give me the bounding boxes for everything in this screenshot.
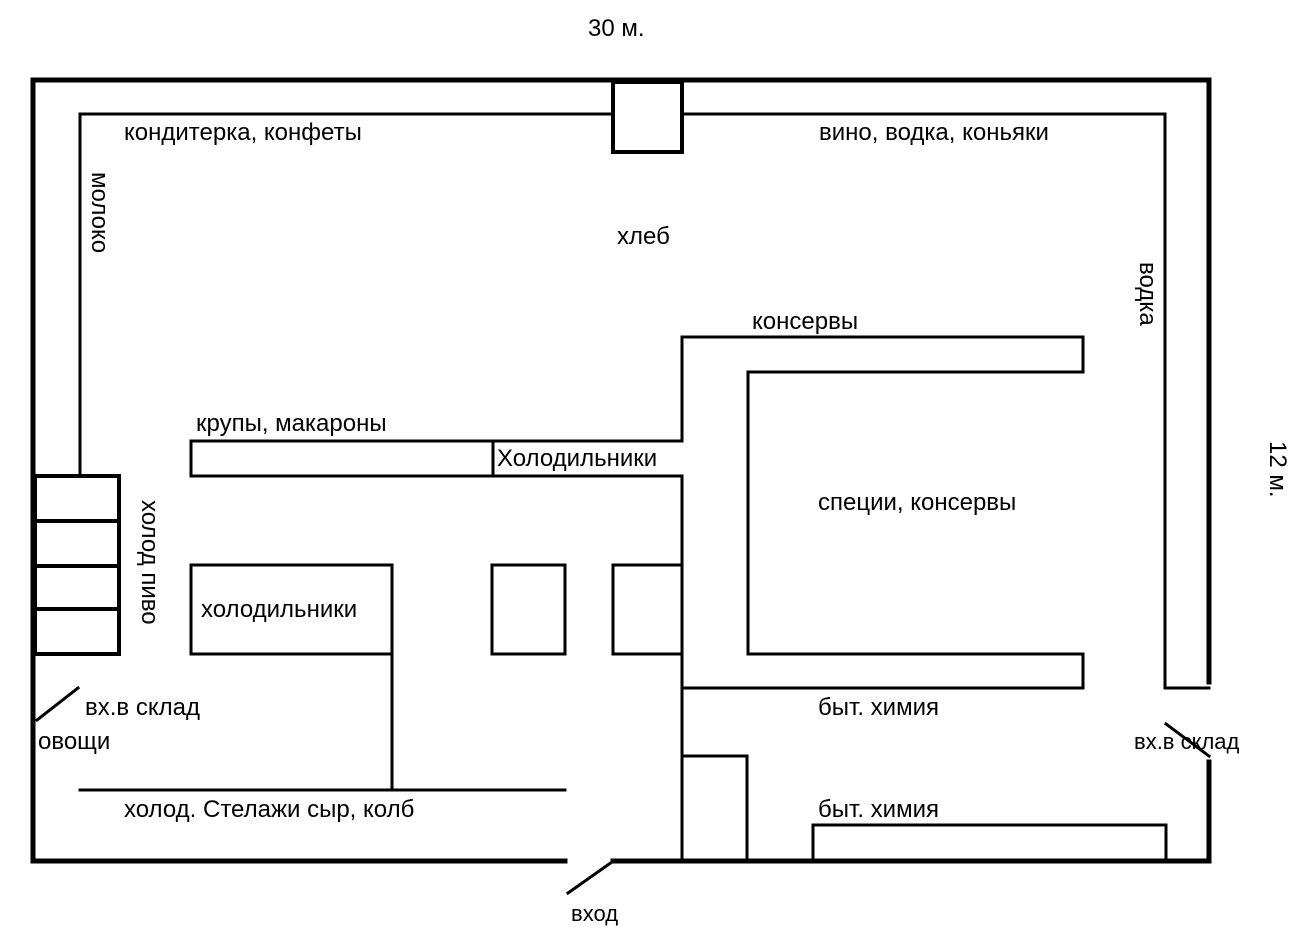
label-bread: хлеб [617,223,670,250]
island-small-2 [611,563,684,656]
height-label: 12 м. [1264,441,1291,498]
label-fridges: холодильники [201,596,357,623]
label-canned: консервы [752,308,858,335]
label-cold-beer: холод пиво [136,500,163,625]
cold-box-3 [33,564,121,611]
cold-box-1 [33,474,121,523]
island-canned [680,335,1085,690]
shelf-household [811,823,1168,863]
width-label: 30 м. [588,15,645,42]
shelf-top-right [680,112,1211,690]
top-column [611,80,684,154]
label-warehouse-left: вх.в склад [85,694,200,721]
label-warehouse-right: вх.в склад [1134,729,1240,754]
cold-box-4 [33,607,121,656]
warehouse-door-left [34,685,81,723]
cold-box-2 [33,519,121,568]
warehouse-door-right [1163,721,1212,759]
fridge-block [189,563,394,792]
label-fridges-top: Холодильники [497,445,657,472]
island-small-1 [490,563,567,656]
label-confectionery: кондитерка, конфеты [124,119,362,146]
label-household-2: быт. химия [818,796,939,823]
shelf-top-left [78,112,615,476]
fridge-top [491,439,684,478]
shelf-cereals [189,439,495,478]
label-household-1: быт. химия [818,694,939,721]
label-cold-shelves: холод. Стелажи сыр, колб [124,796,414,823]
label-cereals: крупы, макароны [196,410,387,437]
entrance-door [565,859,615,896]
label-entrance: вход [571,901,618,926]
label-wine: вино, водка, коньяки [819,119,1049,146]
storage-room [680,754,749,863]
label-vodka: водка [1134,262,1161,326]
label-spices: специи, консервы [818,489,1016,516]
label-milk: молоко [86,172,113,253]
label-vegetables: овощи [38,728,110,755]
